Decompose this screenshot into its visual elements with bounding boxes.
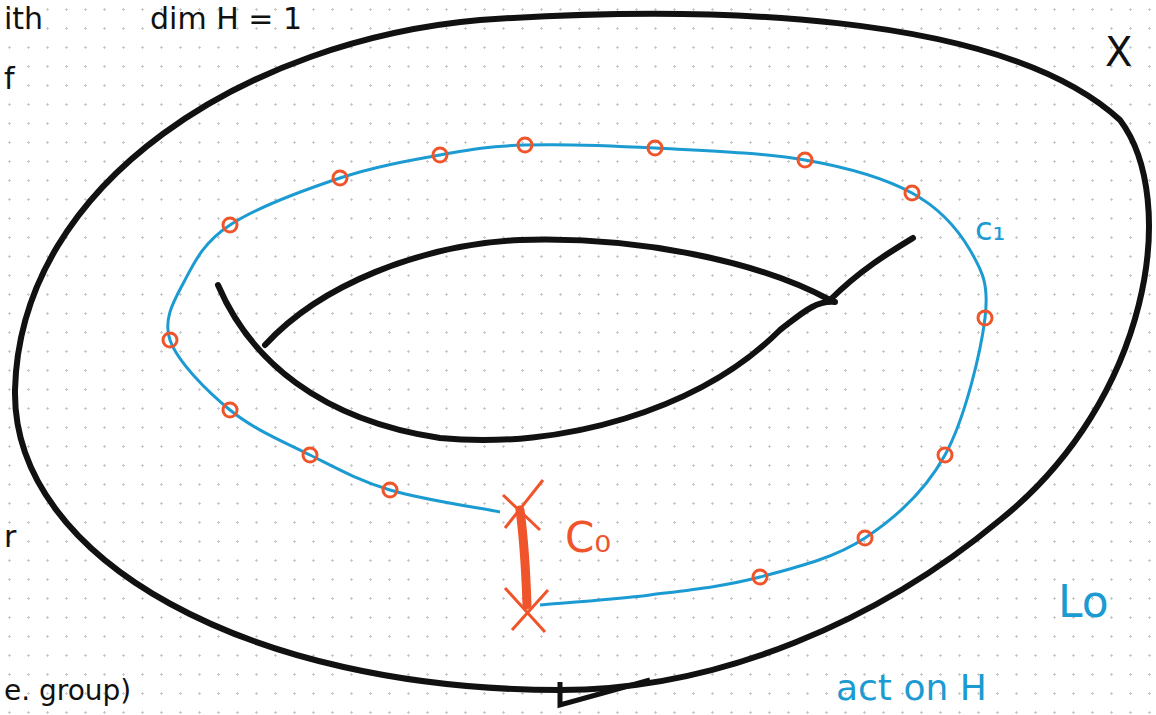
hole-lower-arc	[218, 285, 835, 440]
handwritten-label: X	[1105, 30, 1132, 74]
point-marker	[905, 186, 919, 200]
point-marker	[333, 171, 347, 185]
cycle-c1	[168, 145, 986, 605]
handwritten-label: e. group)	[4, 676, 131, 707]
handwritten-label: ith	[4, 2, 43, 35]
point-marker	[223, 403, 237, 417]
point-marker	[383, 483, 397, 497]
point-marker	[223, 218, 237, 232]
handwritten-label: act on H	[836, 668, 987, 708]
hole-upper-arc-end	[830, 238, 913, 300]
point-marker	[753, 570, 767, 584]
point-marker	[163, 333, 177, 347]
point-marker	[938, 448, 952, 462]
handwritten-label: f	[4, 62, 15, 95]
point-marker	[858, 531, 872, 545]
x-mark	[503, 480, 543, 530]
handwritten-label: dim H = 1	[150, 2, 302, 35]
handwritten-label: c₁	[975, 212, 1005, 247]
hole-upper-arc	[265, 240, 830, 345]
handwritten-label: r	[4, 520, 16, 553]
handwritten-label: Lo	[1058, 578, 1109, 626]
outline-mark	[560, 680, 650, 705]
point-marker	[433, 148, 447, 162]
handwritten-label: C₀	[565, 515, 611, 561]
torus-outline	[15, 14, 1149, 690]
point-marker	[978, 311, 992, 325]
marked-points	[163, 138, 992, 584]
point-marker	[303, 448, 317, 462]
point-marker	[798, 153, 812, 167]
segment-c0	[520, 510, 527, 605]
point-marker	[648, 141, 662, 155]
x-mark	[505, 588, 548, 632]
point-marker	[518, 138, 532, 152]
